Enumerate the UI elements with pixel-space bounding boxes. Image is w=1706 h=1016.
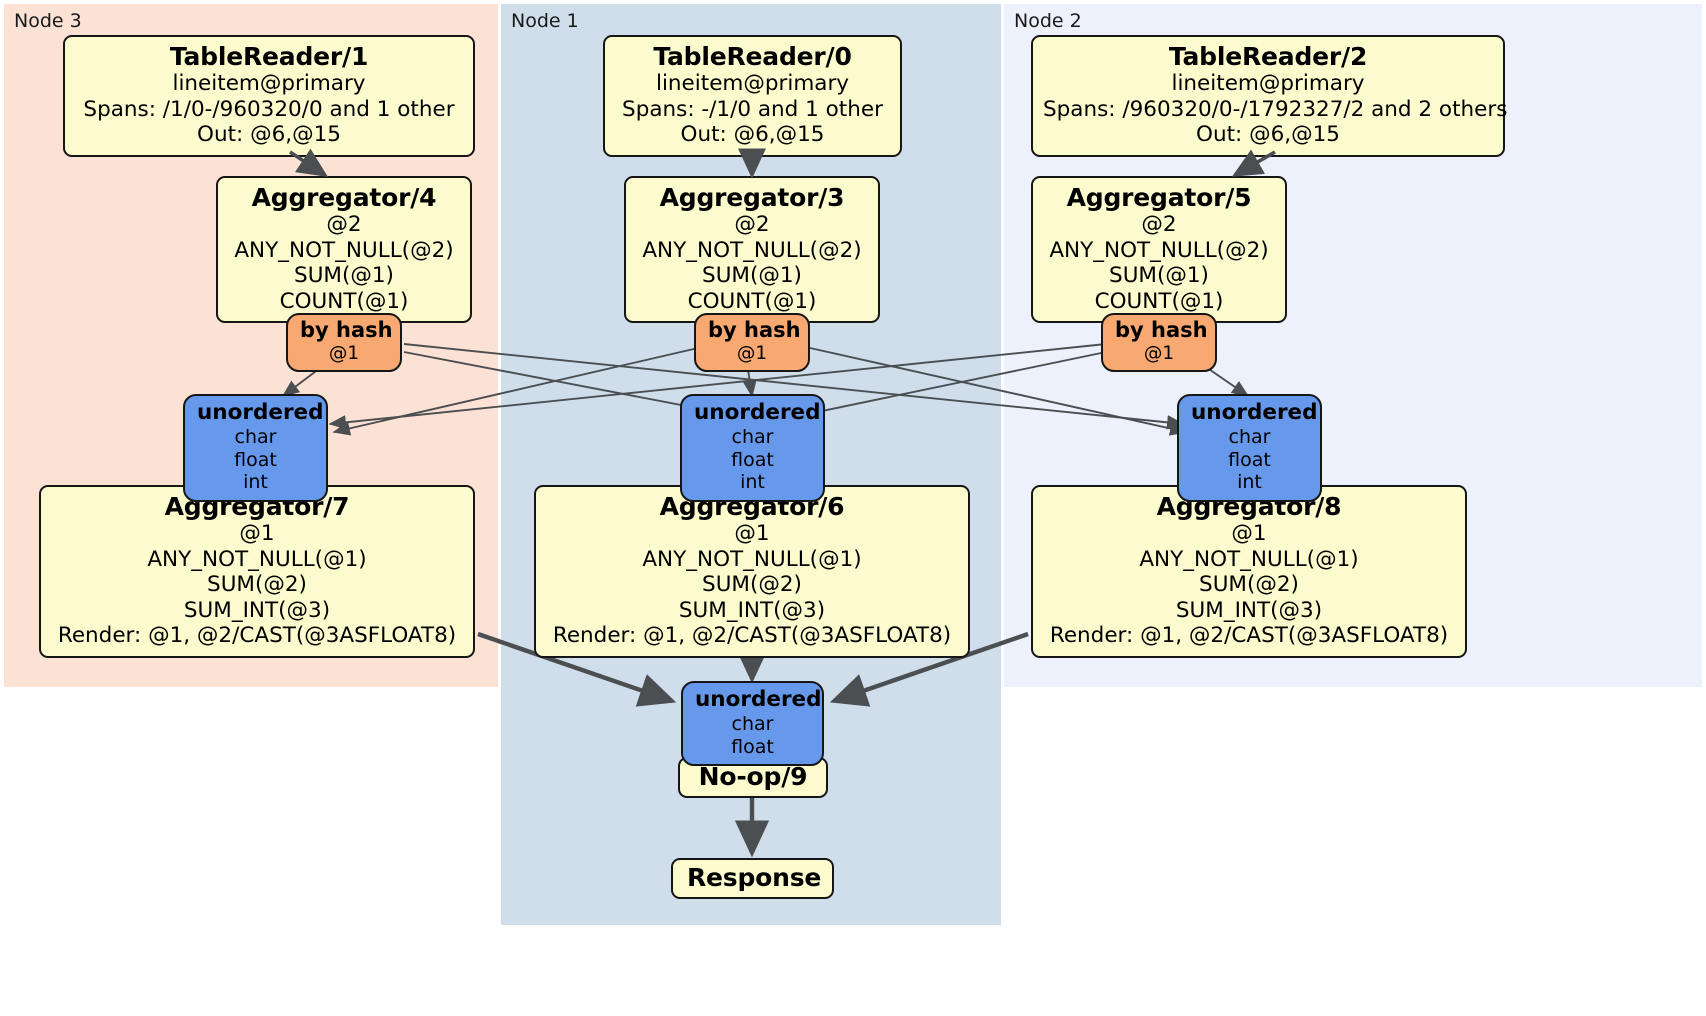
processor-line: Out: @6,@15 xyxy=(680,122,825,148)
router-title: by hash xyxy=(708,318,801,342)
synchronizer-line: char xyxy=(731,425,774,448)
synchronizer-line: float xyxy=(1228,448,1271,471)
processor-title: TableReader/0 xyxy=(653,42,852,71)
processor-tablereader-1[interactable]: TableReader/1 lineitem@primary Spans: /1… xyxy=(63,35,475,157)
synchronizer-line: char xyxy=(1228,425,1271,448)
processor-line: SUM(@1) xyxy=(1109,263,1209,289)
processor-line: @2 xyxy=(734,212,770,237)
processor-line: SUM(@2) xyxy=(207,572,307,598)
processor-line: Render: @1, @2/CAST(@3ASFLOAT8) xyxy=(552,623,952,649)
synchronizer-line: char xyxy=(234,425,277,448)
processor-title: No-op/9 xyxy=(698,762,808,791)
processor-line: COUNT(@1) xyxy=(687,288,817,314)
processor-line: Spans: /960320/0-/1792327/2 and 2 others xyxy=(1043,96,1508,122)
synchronizer-title: unordered xyxy=(695,687,822,712)
synchronizer-line: float xyxy=(731,448,774,471)
processor-line: ANY_NOT_NULL(@1) xyxy=(1139,546,1359,572)
synchronizer-unordered-left[interactable]: unordered char float int xyxy=(183,394,328,503)
synchronizer-unordered-center[interactable]: unordered char float int xyxy=(680,394,825,503)
synchronizer-line: char xyxy=(731,712,774,735)
processor-line: Render: @1, @2/CAST(@3ASFLOAT8) xyxy=(57,623,457,649)
processor-line: COUNT(@1) xyxy=(279,288,409,314)
processor-aggregator-5[interactable]: Aggregator/5 @2 ANY_NOT_NULL(@2) SUM(@1)… xyxy=(1031,176,1287,324)
processor-line: SUM(@1) xyxy=(294,263,394,289)
synchronizer-line: float xyxy=(731,735,774,758)
processor-line: SUM_INT(@3) xyxy=(183,597,331,623)
processor-line: SUM_INT(@3) xyxy=(678,597,826,623)
processor-aggregator-6[interactable]: Aggregator/6 @1 ANY_NOT_NULL(@1) SUM(@2)… xyxy=(534,485,970,658)
cluster-node-1-label: Node 1 xyxy=(511,10,579,32)
router-by-hash-left[interactable]: by hash @1 xyxy=(286,313,402,372)
processor-line: @1 xyxy=(239,521,275,546)
synchronizer-line: float xyxy=(234,448,277,471)
synchronizer-title: unordered xyxy=(1191,400,1318,425)
processor-aggregator-3[interactable]: Aggregator/3 @2 ANY_NOT_NULL(@2) SUM(@1)… xyxy=(624,176,880,324)
processor-line: Out: @6,@15 xyxy=(1196,122,1340,148)
cluster-node-3-label: Node 3 xyxy=(14,10,82,32)
processor-title: TableReader/2 xyxy=(1168,42,1368,71)
processor-line: SUM(@2) xyxy=(1199,572,1299,598)
synchronizer-title: unordered xyxy=(694,400,821,425)
processor-title: Aggregator/4 xyxy=(251,183,437,212)
processor-line: SUM(@2) xyxy=(702,572,802,598)
processor-tablereader-0[interactable]: TableReader/0 lineitem@primary Spans: -/… xyxy=(603,35,902,157)
processor-aggregator-8[interactable]: Aggregator/8 @1 ANY_NOT_NULL(@1) SUM(@2)… xyxy=(1031,485,1467,658)
processor-line: lineitem@primary xyxy=(655,71,850,96)
router-line: @1 xyxy=(328,342,360,364)
processor-line: ANY_NOT_NULL(@1) xyxy=(642,546,862,572)
router-by-hash-center[interactable]: by hash @1 xyxy=(694,313,810,372)
processor-line: SUM(@1) xyxy=(702,263,802,289)
processor-line: Render: @1, @2/CAST(@3ASFLOAT8) xyxy=(1049,623,1449,649)
processor-line: COUNT(@1) xyxy=(1094,288,1224,314)
processor-tablereader-2[interactable]: TableReader/2 lineitem@primary Spans: /9… xyxy=(1031,35,1508,157)
cluster-node-2-label: Node 2 xyxy=(1014,10,1082,32)
router-by-hash-right[interactable]: by hash @1 xyxy=(1101,313,1217,372)
processor-line: lineitem@primary xyxy=(172,71,366,96)
processor-line: @1 xyxy=(734,521,770,546)
processor-line: @2 xyxy=(326,212,362,237)
synchronizer-line: int xyxy=(243,471,268,494)
processor-aggregator-4[interactable]: Aggregator/4 @2 ANY_NOT_NULL(@2) SUM(@1)… xyxy=(216,176,472,324)
processor-title: Response xyxy=(687,863,822,892)
processor-line: Spans: -/1/0 and 1 other xyxy=(622,96,883,122)
processor-aggregator-7[interactable]: Aggregator/7 @1 ANY_NOT_NULL(@1) SUM(@2)… xyxy=(39,485,475,658)
processor-title: Aggregator/5 xyxy=(1066,183,1252,212)
processor-title: Aggregator/3 xyxy=(659,183,845,212)
processor-response[interactable]: Response xyxy=(671,858,834,899)
synchronizer-line: int xyxy=(740,471,765,494)
router-line: @1 xyxy=(736,342,768,364)
synchronizer-unordered-final[interactable]: unordered char float xyxy=(681,681,824,767)
processor-line: Spans: /1/0-/960320/0 and 1 other xyxy=(83,96,455,122)
processor-line: SUM_INT(@3) xyxy=(1175,597,1323,623)
processor-title: TableReader/1 xyxy=(169,42,369,71)
processor-line: @1 xyxy=(1231,521,1267,546)
router-title: by hash xyxy=(1115,318,1208,342)
processor-line: Out: @6,@15 xyxy=(197,122,341,148)
synchronizer-unordered-right[interactable]: unordered char float int xyxy=(1177,394,1322,503)
processor-line: lineitem@primary xyxy=(1171,71,1365,96)
processor-line: @2 xyxy=(1141,212,1177,237)
processor-line: ANY_NOT_NULL(@1) xyxy=(147,546,367,572)
processor-line: ANY_NOT_NULL(@2) xyxy=(642,237,862,263)
router-line: @1 xyxy=(1143,342,1175,364)
synchronizer-title: unordered xyxy=(197,400,324,425)
processor-line: ANY_NOT_NULL(@2) xyxy=(234,237,454,263)
synchronizer-line: int xyxy=(1237,471,1262,494)
processor-line: ANY_NOT_NULL(@2) xyxy=(1049,237,1269,263)
router-title: by hash xyxy=(300,318,393,342)
